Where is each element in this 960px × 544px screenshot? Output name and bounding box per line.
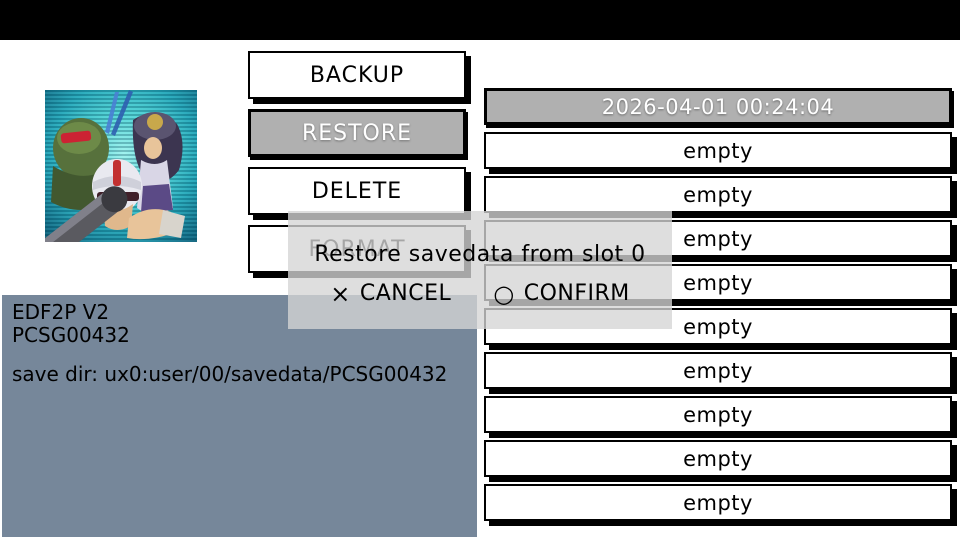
save-slot-8[interactable]: empty	[484, 440, 952, 477]
game-icon	[45, 90, 197, 242]
cancel-button[interactable]: × CANCEL	[330, 281, 451, 306]
game-cover-art-icon	[45, 90, 185, 242]
save-slot-1[interactable]: empty	[484, 132, 952, 169]
save-slot-2[interactable]: empty	[484, 176, 952, 213]
delete-button[interactable]: DELETE	[248, 167, 466, 215]
game-title-id: PCSG00432	[12, 323, 130, 347]
backup-button[interactable]: BACKUP	[248, 51, 466, 99]
confirm-label: CONFIRM	[523, 281, 630, 306]
save-slot-0[interactable]: 2026-04-01 00:24:04	[484, 88, 952, 125]
restore-button[interactable]: RESTORE	[248, 109, 466, 157]
dialog-message: Restore savedata from slot 0	[314, 242, 646, 267]
save-slot-9[interactable]: empty	[484, 484, 952, 521]
save-dir-path: save dir: ux0:user/00/savedata/PCSG00432	[12, 362, 448, 386]
game-title: EDF2P V2	[12, 300, 110, 324]
dialog-buttons: × CANCEL ○ CONFIRM	[288, 281, 672, 306]
restore-confirm-dialog: Restore savedata from slot 0 × CANCEL ○ …	[288, 211, 672, 329]
save-slot-7[interactable]: empty	[484, 396, 952, 433]
save-slot-6[interactable]: empty	[484, 352, 952, 389]
cancel-label: CANCEL	[359, 281, 452, 306]
circle-button-icon: ○	[493, 279, 515, 308]
top-bar	[0, 0, 960, 40]
game-info-panel: EDF2P V2 PCSG00432 save dir: ux0:user/00…	[2, 295, 477, 537]
cross-button-icon: ×	[330, 279, 351, 308]
confirm-button[interactable]: ○ CONFIRM	[493, 281, 630, 306]
